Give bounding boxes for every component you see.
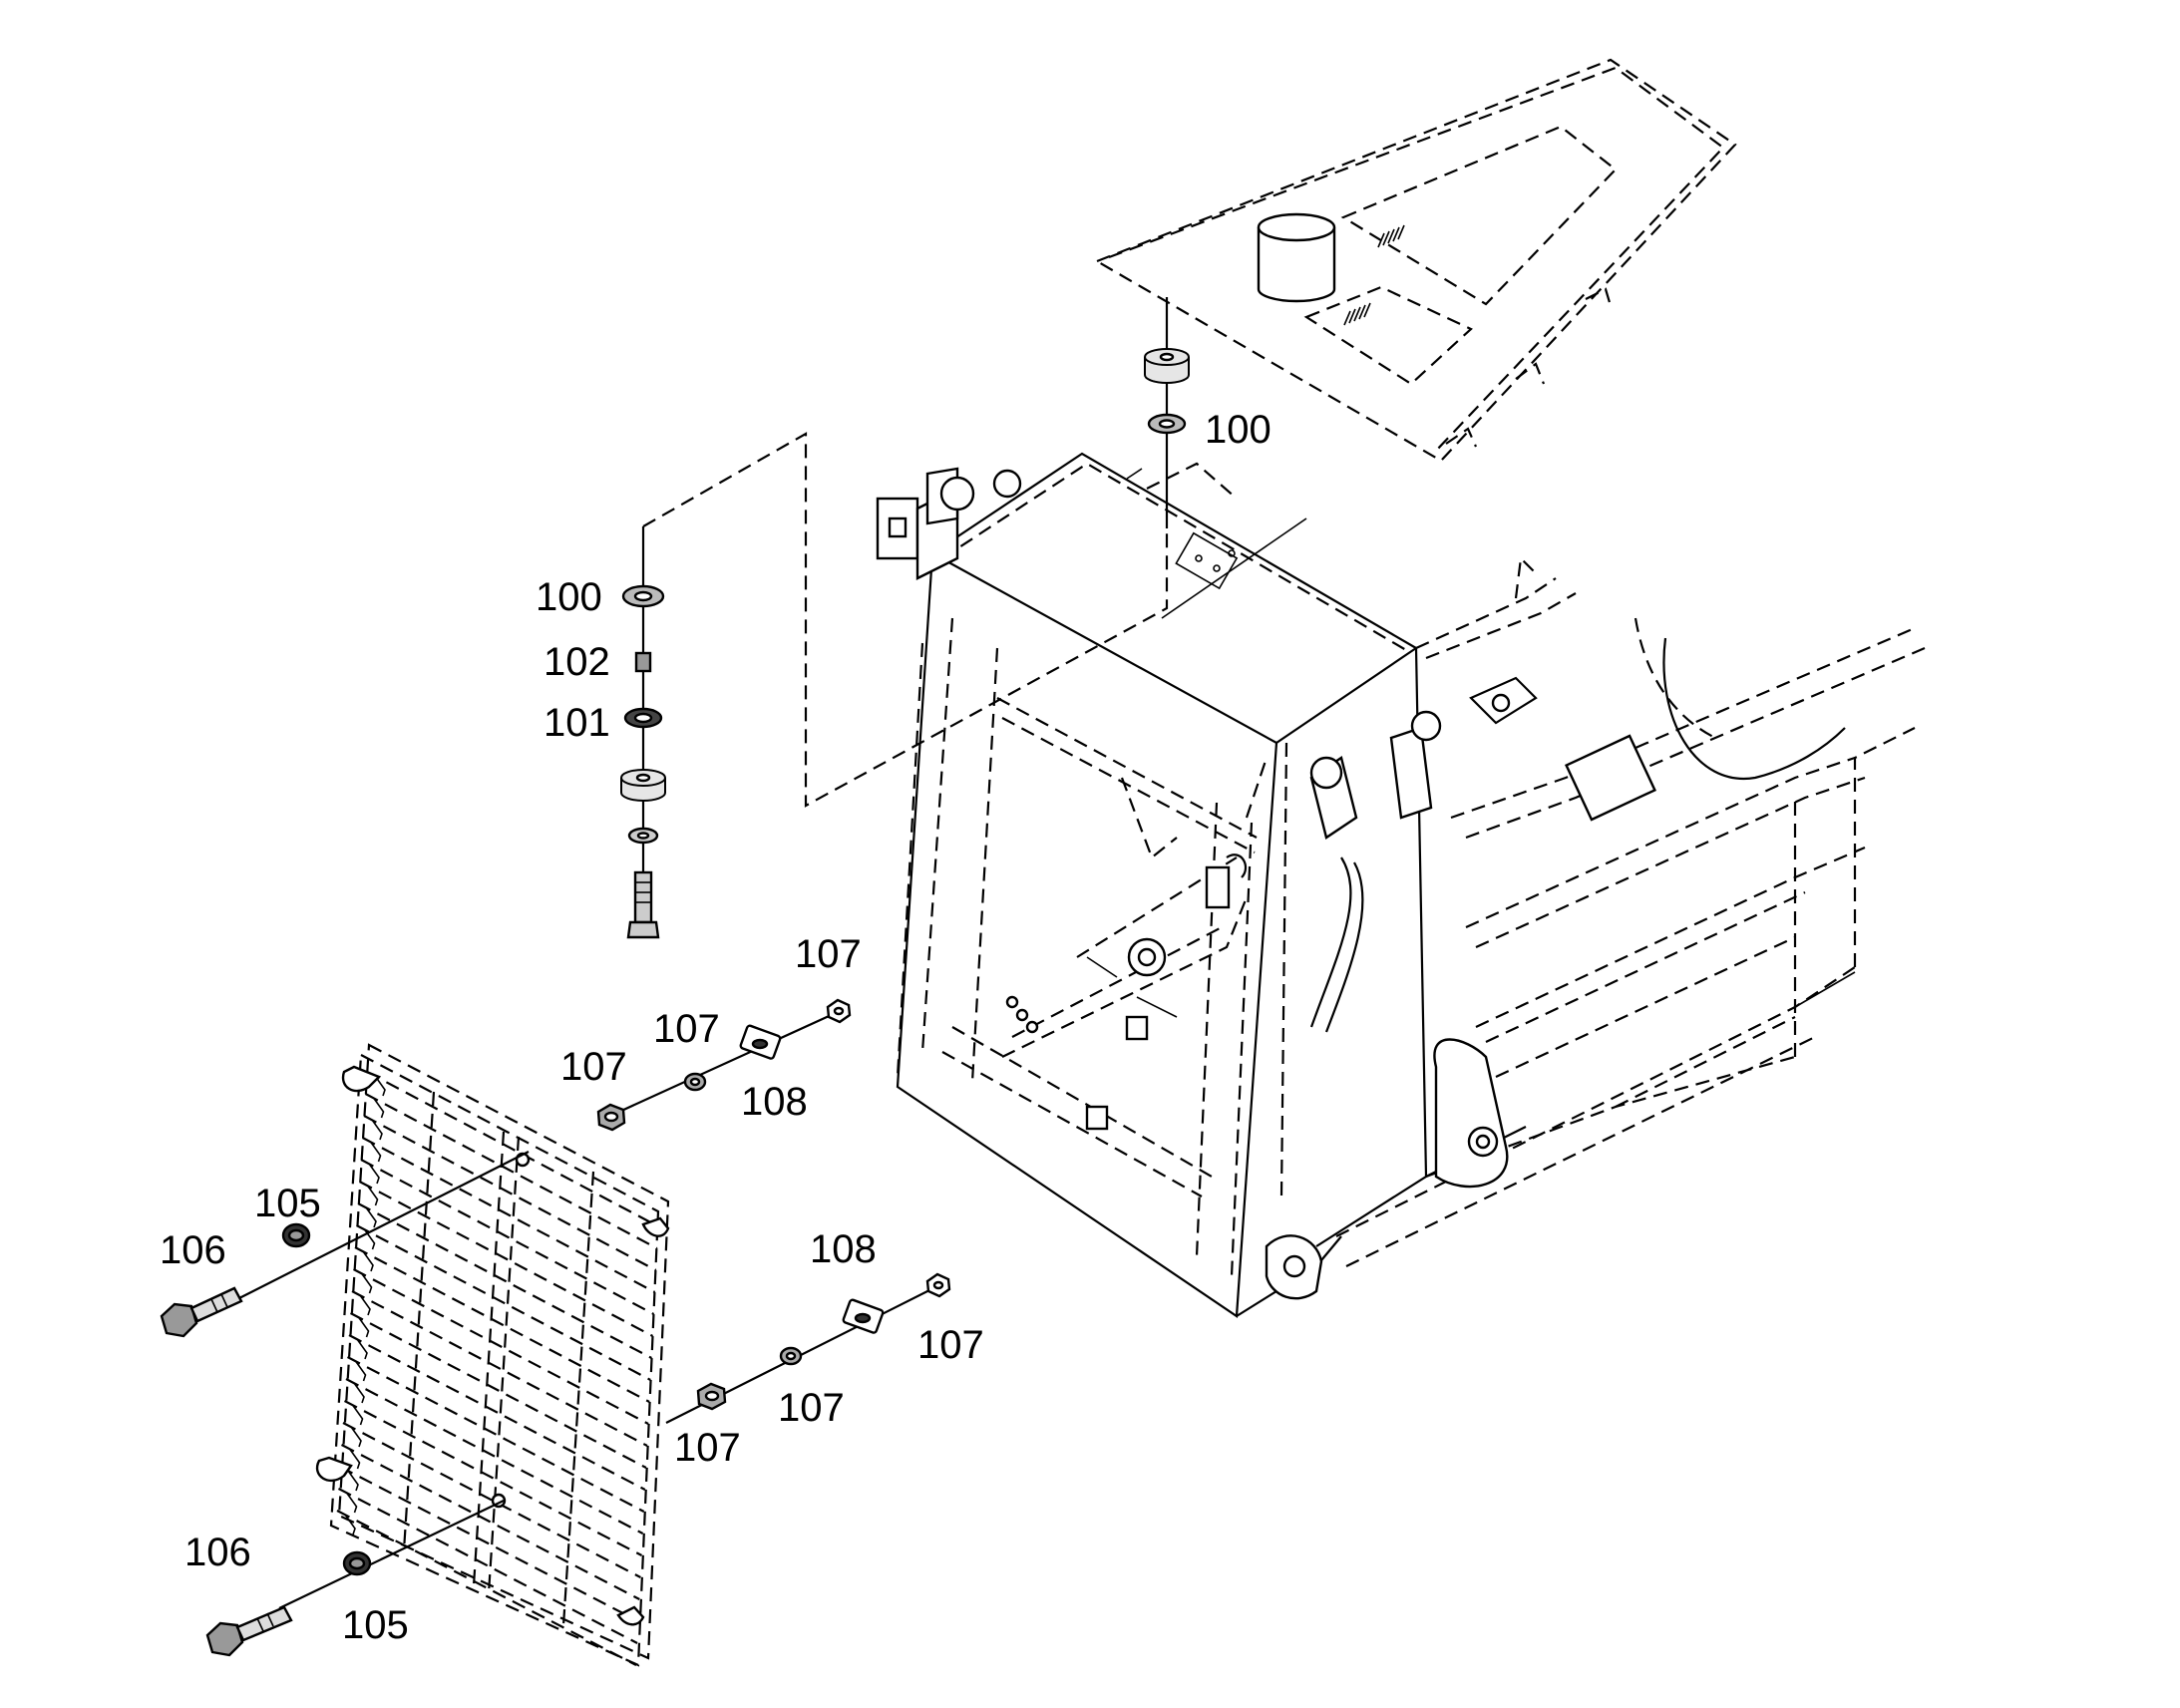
- upper-mount-stack: [1144, 297, 1190, 528]
- callout-106-top: 106: [160, 1228, 226, 1272]
- cylinder-boss: [1257, 212, 1336, 303]
- grille-slat: [342, 1422, 641, 1578]
- grille-slat: [357, 1202, 652, 1359]
- grille-slat-edge: [354, 1360, 367, 1382]
- grille-slat-edge: [362, 1250, 374, 1272]
- grille-slat: [358, 1181, 654, 1337]
- main-frame: [876, 452, 1926, 1318]
- grille-slat: [340, 1444, 640, 1600]
- grille-slat-edge: [356, 1338, 368, 1360]
- grille-slat: [336, 1510, 637, 1666]
- grille-slat-edge: [347, 1470, 359, 1492]
- grille-slat: [352, 1268, 649, 1425]
- callout-labels: 100 100 102 101 107 107 107 108 105 106 …: [160, 408, 1272, 1647]
- fastener-set-upper: [596, 998, 852, 1132]
- grille-slat: [354, 1246, 650, 1403]
- grille-slat-edge: [345, 1492, 358, 1514]
- callout-108-bottom: 108: [810, 1227, 877, 1271]
- grille-slat-edge: [353, 1382, 365, 1404]
- grille-slat-edge: [351, 1404, 364, 1426]
- grille-slat-edge: [348, 1448, 361, 1470]
- callout-107-bottom-left: 107: [674, 1426, 741, 1470]
- grille-slat-edge: [357, 1316, 370, 1338]
- left-mount-stack: [620, 526, 666, 939]
- callout-107-right: 107: [917, 1323, 984, 1367]
- callout-102: 102: [544, 640, 610, 684]
- top-cover-hatch-2: [1343, 302, 1371, 326]
- grille-slat-edge: [365, 1206, 377, 1228]
- callout-107-center: 107: [778, 1386, 845, 1430]
- callout-100-top: 100: [1205, 408, 1272, 452]
- grille-slat-edge: [368, 1163, 380, 1185]
- callout-107-mid: 107: [653, 1007, 720, 1051]
- callout-106-bottom: 106: [184, 1531, 251, 1574]
- grille-slat-edge: [369, 1141, 382, 1163]
- callout-107-top: 107: [795, 932, 862, 976]
- grille-slat: [337, 1488, 638, 1644]
- grille-slat: [363, 1115, 657, 1271]
- grille-slat: [366, 1071, 659, 1227]
- grille-slat-edge: [360, 1272, 373, 1294]
- grille-slat: [343, 1400, 643, 1556]
- grille-slat: [364, 1093, 658, 1249]
- grille-slat: [346, 1356, 645, 1513]
- grille-slat: [355, 1224, 651, 1381]
- callout-105-top: 105: [254, 1182, 321, 1225]
- grille-slat: [339, 1466, 639, 1622]
- grille-slat: [361, 1137, 656, 1293]
- grille-slat: [349, 1312, 647, 1469]
- grille-slat-edge: [344, 1514, 356, 1536]
- grille-slat-edge: [371, 1119, 383, 1141]
- bolt-lower: [205, 1500, 505, 1657]
- grille-slat-edge: [372, 1097, 385, 1119]
- callout-100-left: 100: [536, 575, 602, 619]
- fastener-set-lower: [665, 1272, 951, 1424]
- callout-108-top: 108: [741, 1080, 808, 1124]
- grille-slat-edge: [359, 1294, 371, 1316]
- top-cover-panel: [1094, 58, 1737, 463]
- grille-panel: [315, 1043, 670, 1667]
- bolt-upper: [160, 1151, 530, 1338]
- grille-slat: [360, 1159, 655, 1315]
- top-cover-hatch-1: [1377, 224, 1405, 248]
- callout-101: 101: [544, 701, 610, 745]
- grille-slat-edge: [374, 1075, 386, 1097]
- grille-slat: [351, 1290, 648, 1447]
- grille-slats: [336, 1071, 659, 1666]
- grille-slat-edge: [366, 1185, 379, 1206]
- assembly-leader-line: [642, 432, 1169, 808]
- grille-slat-edge: [350, 1426, 362, 1448]
- hinge-block-right: [925, 467, 1022, 525]
- callout-107-left: 107: [560, 1045, 627, 1089]
- grille-slat: [348, 1334, 646, 1491]
- callout-105-bottom: 105: [342, 1603, 409, 1647]
- hinge-block-side: [1309, 710, 1442, 840]
- grille-slat: [345, 1378, 644, 1535]
